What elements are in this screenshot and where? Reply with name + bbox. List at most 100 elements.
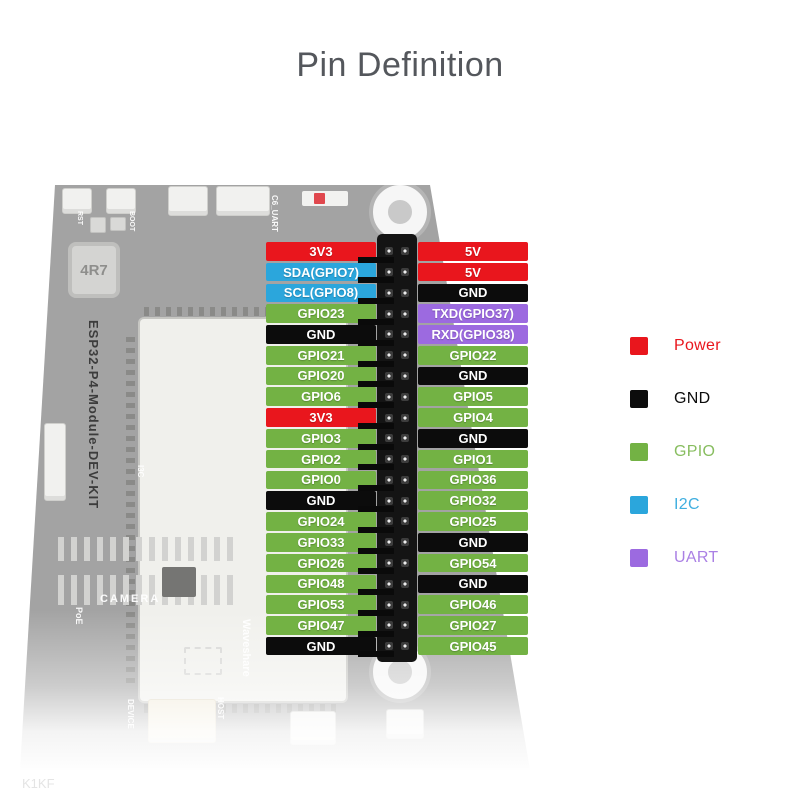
header-pin-pair (378, 367, 416, 386)
header-pin (401, 371, 409, 380)
pin-band-left: 3V3 (266, 408, 394, 429)
legend-label: GPIO (674, 443, 716, 460)
legend-swatch (630, 496, 648, 514)
header-pin (385, 288, 393, 297)
header-pin (385, 517, 393, 526)
pin-lead-dash (358, 422, 394, 429)
header-pin-pair (378, 387, 416, 406)
reset-button (90, 217, 106, 233)
pin-label: GPIO48 (297, 576, 345, 592)
legend-swatch (630, 549, 648, 567)
header-pin (401, 351, 409, 360)
pin-label: GPIO33 (297, 534, 345, 550)
pin-row: SCL(GPIO8) GND (266, 283, 528, 305)
pin-band-right: GND (418, 574, 528, 594)
pin-lead-dash (358, 256, 394, 263)
i3c-label: I3C (136, 465, 145, 478)
pin-band-right: GPIO32 (418, 491, 528, 510)
header-pin (385, 455, 393, 464)
header-pin (385, 268, 393, 277)
header-pin (385, 392, 393, 401)
pin-band-left: GPIO6 (266, 387, 394, 409)
rst-label: RST (76, 211, 83, 225)
pin-band-left: GPIO48 (266, 574, 394, 596)
legend-swatch (630, 443, 648, 461)
pin-row: GPIO6 GPIO5 (266, 387, 528, 409)
page-title: Pin Definition (296, 46, 504, 84)
inductor-4r7: 4R7 (68, 242, 120, 298)
pin-band-left: GPIO20 (266, 366, 394, 388)
header-pin (401, 621, 409, 630)
boot-label: BOOT (128, 211, 135, 232)
pin-band-left: GND (266, 636, 394, 658)
pin-label: GPIO36 (449, 472, 497, 488)
header-pin-pair (378, 429, 416, 448)
header-pin (385, 247, 393, 256)
pin-lead-dash (358, 339, 394, 346)
pin-lead-dash (358, 360, 394, 367)
pin-band-left: GPIO21 (266, 345, 394, 367)
pin-label: GPIO20 (297, 368, 345, 384)
led-strip (302, 191, 348, 206)
header-pin-pair (378, 325, 416, 344)
pin-label: GPIO5 (453, 389, 493, 405)
pin-lead-dash (358, 298, 394, 305)
pin-band-right: GPIO5 (418, 387, 528, 407)
pin-lead-dash (358, 568, 394, 575)
pin-label: 5V (465, 243, 481, 259)
connector (106, 188, 136, 214)
header-pin-pair (378, 616, 416, 635)
pin-band-right: GPIO27 (418, 616, 528, 635)
mounting-hole-top (373, 185, 427, 239)
header-pin (385, 434, 393, 443)
pin-band-right: 5V (418, 242, 528, 261)
pin-lead-dash (358, 609, 394, 616)
header-pin (401, 268, 409, 277)
ic-chip (162, 567, 196, 597)
pin-label: GPIO1 (453, 451, 493, 467)
pin-lead-dash (358, 318, 394, 325)
header-pin (385, 600, 393, 609)
pin-band-left: GPIO2 (266, 449, 394, 471)
watermark: K1KF (22, 776, 55, 791)
header-pin (401, 413, 409, 422)
pin-band-right: GPIO36 (418, 470, 528, 490)
header-pin (401, 434, 409, 443)
pin-label: GND (458, 285, 488, 301)
board-model-label: ESP32-P4-Module-DEV-KIT (86, 320, 101, 510)
pin-band-left: 3V3 (266, 242, 394, 263)
pin-label: GPIO6 (301, 389, 341, 405)
header-pin (401, 475, 409, 484)
pin-band-right: GPIO25 (418, 512, 528, 531)
pin-band-right: GPIO45 (418, 636, 528, 656)
header-pin (385, 413, 393, 422)
header-pin (385, 496, 393, 505)
pin-label: TXD(GPIO37) (432, 306, 514, 322)
pin-label: SCL(GPIO8) (283, 285, 359, 301)
header-pin (385, 579, 393, 588)
pin-label: GPIO32 (449, 493, 497, 509)
header-pin (401, 288, 409, 297)
header-pin-pair (378, 554, 416, 573)
pin-label: GND (458, 430, 488, 446)
legend-item: GPIO (630, 443, 721, 461)
pin-band-left: GPIO53 (266, 595, 394, 616)
legend-label: I2C (674, 496, 700, 513)
pin-label: GPIO54 (449, 555, 497, 571)
header-pin (385, 309, 393, 318)
pin-label: GPIO2 (301, 451, 341, 467)
pin-label: GPIO3 (301, 430, 341, 446)
header-pin (385, 351, 393, 360)
pin-label: 5V (465, 264, 481, 280)
pin-band-right: 5V (418, 262, 528, 282)
